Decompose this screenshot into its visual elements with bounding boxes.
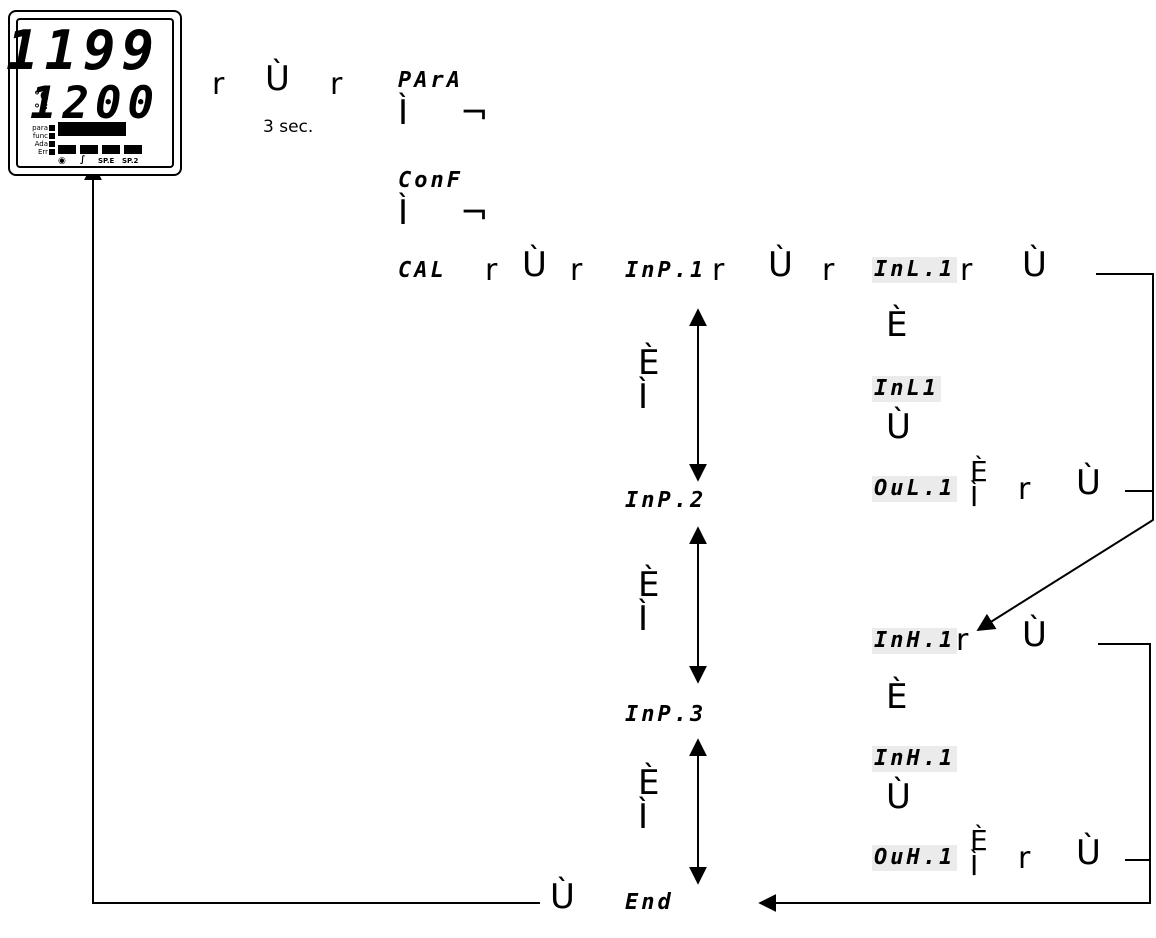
status-block <box>124 145 142 154</box>
right-arrow: Ù <box>1076 833 1101 873</box>
param-inh1: InH.1 <box>872 628 958 654</box>
unit-labels: °C °F <box>34 90 49 116</box>
value-inh1: InH.1 <box>872 746 958 772</box>
menu-inp2: InP.2 <box>625 488 707 513</box>
param-inl1: InL.1 <box>872 257 958 283</box>
key-r: r <box>1018 841 1031 876</box>
up-arrow: È <box>886 677 908 717</box>
indicator-led <box>49 125 55 131</box>
right-arrow: Ù <box>550 877 575 917</box>
right-arrow: Ù <box>1022 245 1047 285</box>
set-value: 1200 <box>30 78 160 129</box>
down-arrow: Ì <box>970 480 979 513</box>
controller-display: 1199 °C °F 1200 para func Ada Err ◉ ∫ SP… <box>6 10 182 176</box>
key-r: r <box>822 253 835 288</box>
menu-para: PArA <box>398 68 463 93</box>
up-arrow: È <box>638 343 660 383</box>
indicator-led <box>49 149 55 155</box>
spe-label: SP.E <box>98 157 115 165</box>
right-arrow: Ù <box>768 245 793 285</box>
key-r: r <box>570 253 583 288</box>
param-oul1: OuL.1 <box>872 476 958 502</box>
unit-c: °C <box>34 89 49 103</box>
bargraph <box>58 122 126 136</box>
key-r: r <box>330 67 343 102</box>
right-arrow: Ù <box>1022 615 1047 655</box>
key-r: r <box>956 623 969 658</box>
right-arrow: Ù <box>265 59 290 99</box>
down-arrow: Ì <box>638 797 649 837</box>
up-arrow: È <box>970 455 988 488</box>
status-block <box>80 145 98 154</box>
key-r: r <box>485 253 498 288</box>
param-ouh1: OuH.1 <box>872 845 958 871</box>
key-r: r <box>1018 472 1031 507</box>
right-arrow: Ù <box>886 407 911 447</box>
menu-end: End <box>625 890 674 915</box>
display-frame: 1199 °C °F 1200 para func Ada Err ◉ ∫ SP… <box>6 18 174 168</box>
status-block <box>102 145 120 154</box>
sp2-label: SP.2 <box>122 157 139 165</box>
indicator-labels: para func Ada Err <box>22 124 48 156</box>
status-block <box>58 145 76 154</box>
unit-f: °F <box>34 102 49 116</box>
corner-symbol: ¬ <box>460 93 489 133</box>
up-arrow: È <box>970 824 988 857</box>
down-arrow: Ì <box>970 849 979 882</box>
down-arrow: Ì <box>638 377 649 417</box>
return-to-run-arrow <box>84 162 540 904</box>
value-inl1: InL1 <box>872 376 941 402</box>
down-arrow: Ì <box>398 93 409 133</box>
menu-conf: ConF <box>398 168 463 193</box>
inl1-bracket <box>976 273 1154 631</box>
key-r: r <box>212 67 225 102</box>
indicator-func: func <box>32 132 48 140</box>
up-arrow: È <box>638 565 660 605</box>
process-value: 1199 <box>5 19 160 82</box>
indicator-err: Err <box>37 148 48 156</box>
key-r: r <box>712 253 725 288</box>
inh1-bracket <box>758 643 1151 912</box>
key-r: r <box>960 253 973 288</box>
right-arrow: Ù <box>1076 463 1101 503</box>
right-arrow: Ù <box>522 245 547 285</box>
eye-icon: ◉ <box>58 156 66 166</box>
ramp-icon: ∫ <box>80 155 86 165</box>
indicator-led <box>49 141 55 147</box>
down-arrow: Ì <box>398 193 409 233</box>
up-arrow: È <box>886 305 908 345</box>
indicator-para: para <box>32 124 48 132</box>
hold-time-note: 3 sec. <box>263 117 314 137</box>
up-arrow: È <box>638 763 660 803</box>
menu-cal: CAL <box>398 258 447 283</box>
menu-inp1: InP.1 <box>625 258 707 283</box>
corner-symbol: ¬ <box>460 193 489 233</box>
indicator-led <box>49 133 55 139</box>
down-arrow: Ì <box>638 599 649 639</box>
menu-inp3: InP.3 <box>625 702 707 727</box>
indicator-ada: Ada <box>34 140 48 148</box>
right-arrow: Ù <box>886 777 911 817</box>
